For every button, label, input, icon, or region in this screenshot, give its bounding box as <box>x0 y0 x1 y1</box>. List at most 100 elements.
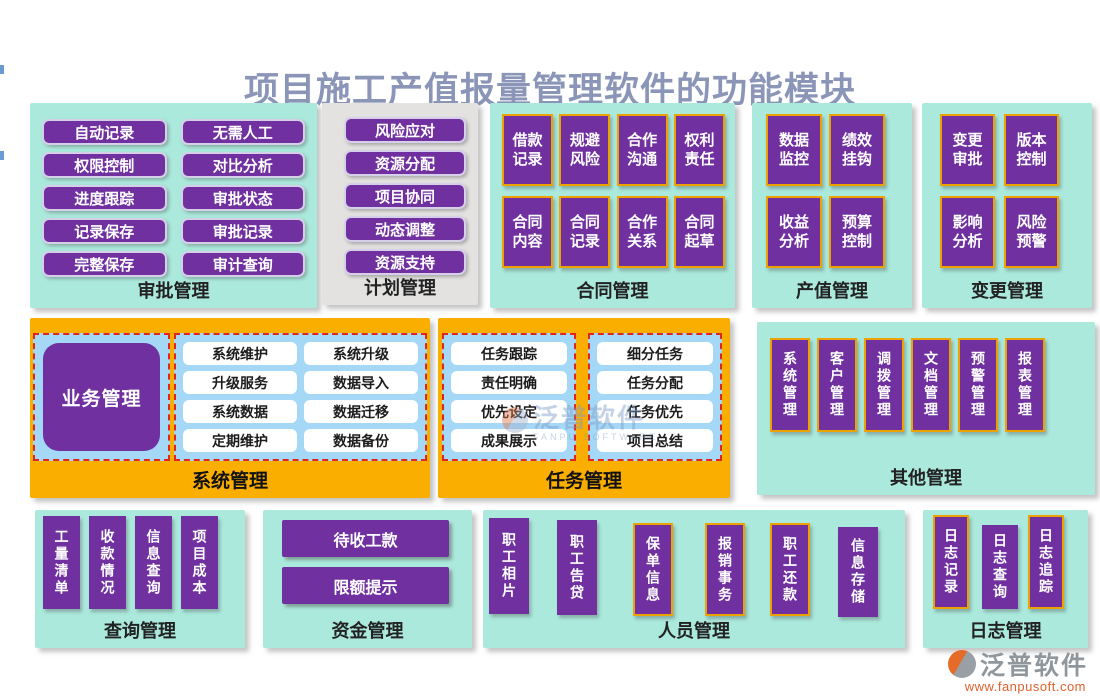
module-item: 合同起草 <box>673 196 725 268</box>
module-item: 风险应对 <box>344 117 466 143</box>
panel-personnel-label: 人员管理 <box>658 621 730 641</box>
change-row-1: 变更审批 版本控制 <box>940 114 1059 186</box>
panel-change-label: 变更管理 <box>971 281 1043 301</box>
panel-log-label: 日志管理 <box>969 621 1042 641</box>
module-item: 合同记录 <box>559 196 611 268</box>
module-item: 审计查询 <box>180 251 305 277</box>
module-item: 影响分析 <box>940 196 995 268</box>
module-item: 自动记录 <box>42 119 167 145</box>
edge-artifact <box>0 151 4 160</box>
brand-footer: 泛普软件 www.fanpusoft.com <box>947 646 1088 694</box>
system-grid: 系统维护 系统升级 升级服务 数据导入 系统数据 数据迁移 定期维护 数据备份 <box>183 342 418 452</box>
module-item: 日志记录 <box>933 515 969 609</box>
module-item: 权限控制 <box>42 152 167 178</box>
panel-approval: 自动记录 无需人工 权限控制 对比分析 进度跟踪 审批状态 记录保存 审批记录 … <box>30 103 317 308</box>
module-item: 合同内容 <box>502 196 553 268</box>
module-item: 资源支持 <box>344 249 466 275</box>
module-item: 项目成本 <box>181 516 218 609</box>
panel-plan: 风险应对 资源分配 项目协同 动态调整 资源支持 计划管理 <box>322 103 478 305</box>
module-item: 任务分配 <box>597 371 713 394</box>
module-item: 资源分配 <box>344 150 466 176</box>
contract-row-2: 合同内容 合同记录 合作关系 合同起草 <box>502 196 725 268</box>
module-item: 文档管理 <box>911 338 951 432</box>
module-item: 数据迁移 <box>304 400 418 423</box>
panel-query: 工量清单 收款情况 信息查询 项目成本 查询管理 <box>35 510 245 648</box>
module-item: 借款记录 <box>502 114 553 186</box>
module-item: 系统维护 <box>183 342 297 365</box>
module-item: 细分任务 <box>597 342 713 365</box>
module-item: 责任明确 <box>451 371 567 394</box>
module-item: 合作沟通 <box>616 114 668 186</box>
panel-change: 变更审批 版本控制 影响分析 风险预警 变更管理 <box>922 103 1092 308</box>
panel-plan-label: 计划管理 <box>364 278 436 298</box>
module-item: 变更审批 <box>940 114 995 186</box>
module-item: 合作关系 <box>616 196 668 268</box>
module-item: 客户管理 <box>817 338 857 432</box>
module-item: 绩效挂钩 <box>829 114 885 186</box>
module-item: 待收工款 <box>282 520 449 557</box>
module-item: 数据备份 <box>304 429 418 452</box>
output-row-1: 数据监控 绩效挂钩 <box>766 114 885 186</box>
task-left-column: 任务跟踪 责任明确 优先设定 成果展示 <box>451 342 567 452</box>
module-item: 工量清单 <box>43 516 80 609</box>
edge-artifact <box>0 65 4 74</box>
module-item: 记录保存 <box>42 218 167 244</box>
query-row: 工量清单 收款情况 信息查询 项目成本 <box>43 516 218 609</box>
panel-funds-label: 资金管理 <box>331 621 404 641</box>
module-item: 限额提示 <box>282 567 449 604</box>
module-item: 职工告贷 <box>557 520 597 615</box>
module-item: 职工还款 <box>770 523 810 616</box>
module-item: 系统数据 <box>183 400 297 423</box>
plan-column: 风险应对 资源分配 项目协同 动态调整 资源支持 <box>344 117 466 275</box>
approval-grid: 自动记录 无需人工 权限控制 对比分析 进度跟踪 审批状态 记录保存 审批记录 … <box>42 119 305 277</box>
panel-log: 日志记录 日志查询 日志追踪 日志管理 <box>923 510 1088 648</box>
contract-row-1: 借款记录 规避风险 合作沟通 权利责任 <box>502 114 725 186</box>
module-item: 无需人工 <box>180 119 305 145</box>
module-item: 版本控制 <box>1004 114 1059 186</box>
panel-output-label: 产值管理 <box>796 281 868 301</box>
business-management-core: 业务管理 <box>43 343 160 451</box>
panel-system: 业务管理 系统维护 系统升级 升级服务 数据导入 系统数据 数据迁移 定期维护 … <box>30 318 430 498</box>
panel-task-label: 任务管理 <box>545 471 622 492</box>
module-item: 收益分析 <box>766 196 822 268</box>
panel-task: 任务跟踪 责任明确 优先设定 成果展示 细分任务 任务分配 任务优先 项目总结 … <box>438 318 730 498</box>
module-item: 系统升级 <box>304 342 418 365</box>
module-item: 动态调整 <box>344 216 466 242</box>
system-core-box: 业务管理 <box>33 333 170 461</box>
module-item: 任务跟踪 <box>451 342 567 365</box>
module-item: 审批状态 <box>180 185 305 211</box>
module-item: 保单信息 <box>633 523 673 616</box>
module-item: 系统管理 <box>770 338 810 432</box>
panel-contract-label: 合同管理 <box>576 281 649 301</box>
module-item: 成果展示 <box>451 429 567 452</box>
module-item: 风险预警 <box>1004 196 1059 268</box>
module-item: 定期维护 <box>183 429 297 452</box>
module-item: 收款情况 <box>89 516 126 609</box>
panel-query-label: 查询管理 <box>104 621 176 641</box>
module-item: 进度跟踪 <box>42 185 167 211</box>
module-item: 审批记录 <box>180 218 305 244</box>
module-item: 日志查询 <box>982 525 1018 609</box>
task-right-box: 细分任务 任务分配 任务优先 项目总结 <box>588 333 722 461</box>
module-item: 完整保存 <box>42 251 167 277</box>
module-item: 日志追踪 <box>1028 515 1064 609</box>
other-row: 系统管理 客户管理 调拨管理 文档管理 预警管理 报表管理 <box>770 338 1045 432</box>
panel-approval-label: 审批管理 <box>137 281 210 301</box>
panel-funds: 待收工款 限额提示 资金管理 <box>263 510 472 648</box>
module-item: 优先设定 <box>451 400 567 423</box>
panel-other-label: 其他管理 <box>890 468 962 488</box>
task-left-box: 任务跟踪 责任明确 优先设定 成果展示 <box>442 333 576 461</box>
module-item: 预警管理 <box>958 338 998 432</box>
module-item: 调拨管理 <box>864 338 904 432</box>
module-item: 规避风险 <box>559 114 611 186</box>
module-item: 对比分析 <box>180 152 305 178</box>
module-item: 报销事务 <box>705 523 745 616</box>
panel-personnel: 职工相片 职工告贷 保单信息 报销事务 职工还款 信息存储 人员管理 <box>483 510 905 648</box>
system-items-box: 系统维护 系统升级 升级服务 数据导入 系统数据 数据迁移 定期维护 数据备份 <box>174 333 427 461</box>
module-item: 升级服务 <box>183 371 297 394</box>
module-item: 数据监控 <box>766 114 822 186</box>
fanpu-logo-icon <box>947 650 976 678</box>
panel-contract: 借款记录 规避风险 合作沟通 权利责任 合同内容 合同记录 合作关系 合同起草 … <box>490 103 735 308</box>
panel-output-value: 数据监控 绩效挂钩 收益分析 预算控制 产值管理 <box>752 103 912 308</box>
module-item: 权利责任 <box>673 114 725 186</box>
